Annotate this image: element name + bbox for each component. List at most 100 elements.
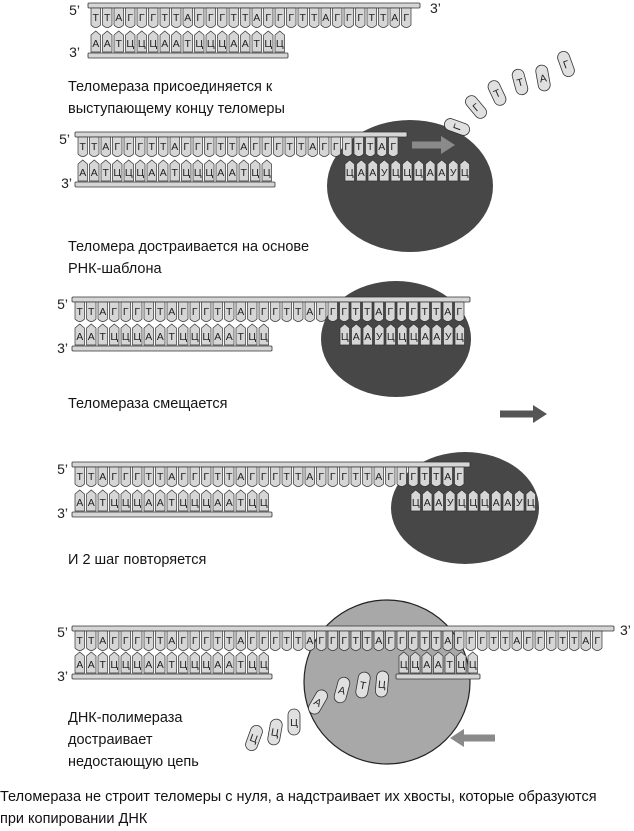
nucleotide-letter: Г <box>123 635 129 647</box>
nucleotide-У <box>443 323 454 346</box>
nucleotide-letter: Т <box>162 12 169 24</box>
nucleotide-Т <box>74 466 85 487</box>
nucleotide-Ц <box>112 159 123 182</box>
nucleotide-Ц <box>456 651 467 674</box>
nucleotide-letter: Ц <box>194 167 202 179</box>
nucleotide-А <box>304 630 315 651</box>
nucleotide-Г <box>270 301 281 322</box>
nucleotide-letter: Ц <box>410 331 418 343</box>
loose-nucleotide-letter: Ц <box>378 679 387 692</box>
nucleotide-letter: Г <box>456 471 462 483</box>
nucleotide-letter: Ц <box>179 659 187 671</box>
nucleotide-Г <box>327 630 338 651</box>
nucleotide-А <box>351 323 362 346</box>
panel1-loose-nucleotide: Т <box>487 80 507 106</box>
panel2-direction-arrow <box>412 136 455 154</box>
nucleotide-Г <box>120 301 131 322</box>
nucleotide-letter: Т <box>157 635 164 647</box>
nucleotide-Г <box>332 7 343 28</box>
nucleotide-Т <box>169 159 180 182</box>
nucleotide-Т <box>281 630 292 651</box>
nucleotide-letter: А <box>92 38 99 50</box>
nucleotide-Ц <box>467 651 478 674</box>
panel2-label: Теломера достраивается на основе РНК-шаб… <box>68 236 309 280</box>
nucleotide-letter: Г <box>321 141 327 153</box>
nucleotide-Г <box>270 466 281 487</box>
nucleotide-А <box>228 30 239 53</box>
nucleotide-letter: А <box>173 38 180 50</box>
nucleotide-Г <box>355 7 366 28</box>
nucleotide-letter: У <box>450 167 457 179</box>
nucleotide-Г <box>250 136 261 157</box>
panel5-loose-nucleotide-upper: А <box>333 676 351 704</box>
nucleotide-letter: Г <box>265 12 271 24</box>
nucleotide-letter: Г <box>318 471 324 483</box>
nucleotide-А <box>511 630 522 651</box>
nucleotide-letter: Ц <box>125 167 133 179</box>
nucleotide-А <box>182 7 193 28</box>
nucleotide-letter: А <box>226 497 233 509</box>
nucleotide-Г <box>454 630 465 651</box>
nucleotide-letter: Т <box>242 12 249 24</box>
caption-line1: Теломераза не строит теломеры с нуля, а … <box>0 789 597 805</box>
figure-caption: Теломераза не строит теломеры с нуля, а … <box>0 786 634 830</box>
nucleotide-letter: Ц <box>469 659 477 671</box>
nucleotide-letter: Г <box>261 306 267 318</box>
nucleotide-Г <box>123 136 134 157</box>
nucleotide-letter: А <box>423 659 430 671</box>
nucleotide-letter: Т <box>157 471 164 483</box>
nucleotide-Ц <box>178 323 189 346</box>
nucleotide-letter: Г <box>468 635 474 647</box>
loose-nucleotide-shape <box>557 51 575 77</box>
nucleotide-Т <box>419 466 430 487</box>
nucleotide-letter: У <box>381 167 388 179</box>
nucleotide-А <box>143 489 154 512</box>
nucleotide-letter: А <box>309 141 316 153</box>
nucleotide-Ц <box>397 323 408 346</box>
nucleotide-letter: Г <box>387 471 393 483</box>
nucleotide-letter: Т <box>238 331 245 343</box>
nucleotide-Г <box>316 466 327 487</box>
nucleotide-Ц <box>385 323 396 346</box>
nucleotide-А <box>373 630 384 651</box>
nucleotide-Г <box>136 7 147 28</box>
nucleotide-letter: А <box>168 306 175 318</box>
nucleotide-Г <box>339 466 350 487</box>
nucleotide-letter: Г <box>275 141 281 153</box>
nucleotide-Т <box>74 630 85 651</box>
nucleotide-Ц <box>178 489 189 512</box>
nucleotide-letter: Т <box>433 306 440 318</box>
nucleotide-letter: Г <box>341 635 347 647</box>
panel1-label-line2: выступающему концу теломеры <box>68 101 285 117</box>
nucleotide-Г <box>192 136 203 157</box>
nucleotide-Т <box>86 466 97 487</box>
nucleotide-Г <box>319 136 330 157</box>
nucleotide-Г <box>258 301 269 322</box>
nucleotide-Т <box>281 301 292 322</box>
nucleotide-Ц <box>525 489 536 512</box>
nucleotide-Т <box>74 301 85 322</box>
nucleotide-letter: Ц <box>133 659 141 671</box>
nucleotide-letter: Г <box>330 635 336 647</box>
nucleotide-letter: Т <box>560 635 567 647</box>
nucleotide-Ц <box>261 159 272 182</box>
nucleotide-letter: Г <box>479 635 485 647</box>
nucleotide-Т <box>89 136 100 157</box>
panel4-3prime-bottom-label: 3’ <box>57 505 68 521</box>
nucleotide-letter: А <box>226 659 233 671</box>
nucleotide-Т <box>100 159 111 182</box>
nucleotide-letter: Г <box>219 12 225 24</box>
nucleotide-Г <box>148 7 159 28</box>
nucleotide-А <box>143 651 154 674</box>
nucleotide-Т <box>362 466 373 487</box>
nucleotide-letter: Т <box>356 141 363 153</box>
panel5-label-line3: недостающую цепь <box>68 754 199 770</box>
nucleotide-Г <box>592 630 603 651</box>
nucleotide-Т <box>557 630 568 651</box>
nucleotide-letter: А <box>145 497 152 509</box>
nucleotide-letter: Ц <box>457 659 465 671</box>
nucleotide-Ц <box>120 323 131 346</box>
nucleotide-letter: Ц <box>415 167 423 179</box>
nucleotide-Г <box>523 630 534 651</box>
